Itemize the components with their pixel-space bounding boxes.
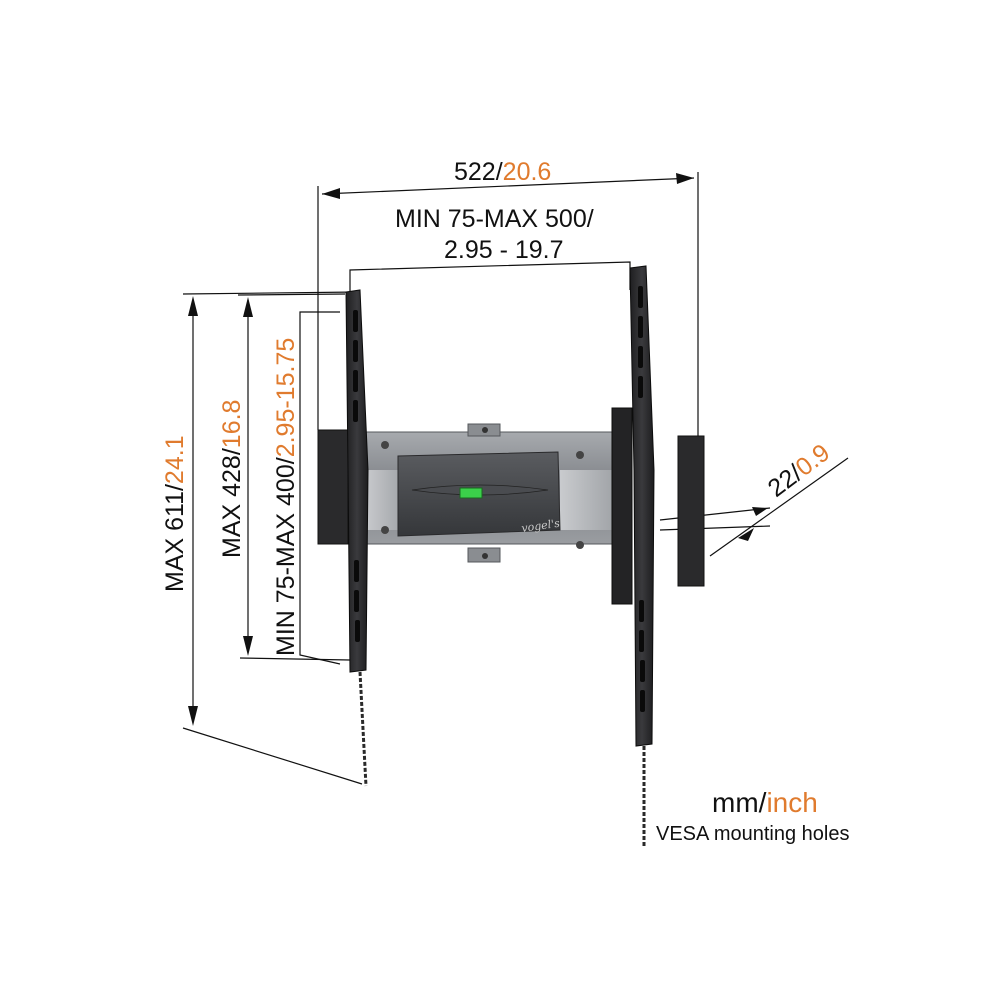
vesa-width-line2: 2.95 - 19.7	[444, 236, 564, 264]
max-height-rail-inch: 16.8	[218, 400, 246, 449]
unit-mm: mm	[712, 787, 759, 818]
vesa-height-label: MIN 75-MAX 400/2.95-15.75	[272, 338, 300, 656]
vesa-caption: VESA mounting holes	[656, 823, 849, 845]
slash: /	[161, 484, 189, 491]
max-height-rail-label: MAX 428/16.8	[218, 400, 246, 558]
max-height-rail-mm: MAX 428	[218, 455, 246, 558]
unit-inch: inch	[766, 787, 817, 818]
vesa-height-mm: MIN 75-MAX 400	[272, 464, 300, 656]
slash: /	[218, 448, 246, 455]
overall-width-inch: 20.6	[503, 158, 552, 186]
max-height-total-mm: MAX 611	[161, 491, 189, 592]
overall-width-label: 522/20.6	[454, 158, 551, 186]
spirit-level-icon	[459, 487, 483, 499]
overall-width-mm: 522	[454, 158, 496, 186]
left-rail	[345, 289, 369, 673]
wall-mount-bracket: vogel's	[317, 265, 705, 846]
slash: /	[272, 457, 300, 464]
max-height-total-inch: 24.1	[161, 435, 189, 484]
right-rail	[629, 265, 655, 747]
max-height-total-label: MAX 611/24.1	[161, 435, 189, 592]
slash: /	[496, 158, 503, 186]
dimension-lines	[182, 172, 849, 785]
units-legend: mm/inch	[712, 787, 818, 818]
brand-logo: vogel's	[521, 517, 561, 535]
vesa-width-line1: MIN 75-MAX 500/	[395, 205, 594, 233]
vesa-height-inch: 2.95-15.75	[272, 338, 300, 458]
slash: /	[759, 787, 767, 818]
